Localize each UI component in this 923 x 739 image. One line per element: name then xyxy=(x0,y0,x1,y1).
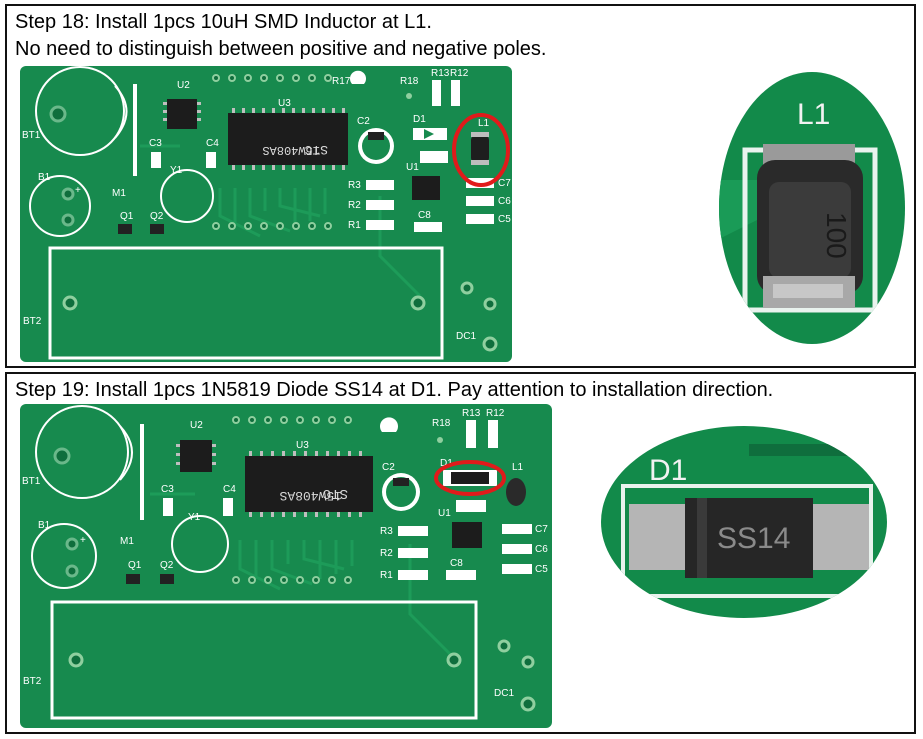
label-c5: C5 xyxy=(498,214,511,225)
highlight-d1-circle xyxy=(434,460,506,496)
label-r17: R17 xyxy=(332,76,351,87)
label-u1-19: U1 xyxy=(438,508,451,519)
label-r2-19: R2 xyxy=(380,548,393,559)
label-r3: R3 xyxy=(348,180,361,191)
label-c4-19: C4 xyxy=(223,484,236,495)
zoom-label-d1: D1 xyxy=(649,454,687,487)
step-19-panel: Step 19: Install 1pcs 1N5819 Diode SS14 … xyxy=(5,372,916,734)
label-bt2-19: BT2 xyxy=(23,676,42,687)
step-19-title: Step 19: Install 1pcs 1N5819 Diode SS14 … xyxy=(15,379,774,401)
chip-marking-part: 15W408AS xyxy=(262,143,320,157)
label-b1: B1 xyxy=(38,172,51,183)
zoom-label-l1: L1 xyxy=(797,98,830,131)
label-u2: U2 xyxy=(177,80,190,91)
label-l1: L1 xyxy=(478,118,490,129)
label-y1: Y1 xyxy=(170,165,183,176)
label-u3-19: U3 xyxy=(296,440,309,451)
zoom-diode-photo: D1 SS14 xyxy=(601,426,887,618)
zoom-inductor-photo: L1 100 xyxy=(719,72,905,344)
label-c2: C2 xyxy=(357,116,370,127)
label-r2: R2 xyxy=(348,200,361,211)
step-18-panel: Step 18: Install 1pcs 10uH SMD Inductor … xyxy=(5,4,916,368)
label-c8-19: C8 xyxy=(450,558,463,569)
label-dc1-19: DC1 xyxy=(494,688,514,699)
label-c3-19: C3 xyxy=(161,484,174,495)
label-d1: D1 xyxy=(413,114,426,125)
label-r13-19: R13 xyxy=(462,408,481,419)
step-18-note: No need to distinguish between positive … xyxy=(15,38,547,60)
pcb-photo-step18: BT1 + B1 U2 C3 C4 Y1 M1 Q1 Q2 STC 15W408… xyxy=(20,66,512,362)
chip-marking-stc: STC xyxy=(304,142,328,157)
label-c6-19: C6 xyxy=(535,544,548,555)
label-c7: C7 xyxy=(498,178,511,189)
label-c4: C4 xyxy=(206,138,219,149)
inductor-marking: 100 xyxy=(821,212,852,259)
label-q2: Q2 xyxy=(150,211,164,222)
label-m1: M1 xyxy=(112,188,126,199)
pcb-photo-step19: BT1 + B1 U2 C3 C4 Y1 M1 Q1 Q2 STC 15W408… xyxy=(20,404,552,728)
label-u3: U3 xyxy=(278,98,291,109)
label-c8: C8 xyxy=(418,210,431,221)
label-m1-19: M1 xyxy=(120,536,134,547)
label-r1: R1 xyxy=(348,220,361,231)
label-q1-19: Q1 xyxy=(128,560,142,571)
chip-marking-stc-19: STC xyxy=(323,485,348,501)
step-18-title: Step 18: Install 1pcs 10uH SMD Inductor … xyxy=(15,11,432,33)
label-d1-19: D1 xyxy=(440,458,453,469)
label-r12: R12 xyxy=(450,68,469,79)
label-c3: C3 xyxy=(149,138,162,149)
label-y1-19: Y1 xyxy=(188,512,201,523)
label-c6: C6 xyxy=(498,196,511,207)
label-l1-19: L1 xyxy=(512,462,524,473)
diode-marking: SS14 xyxy=(717,522,790,555)
svg-text:+: + xyxy=(80,535,86,546)
label-q2-19: Q2 xyxy=(160,560,174,571)
label-dc1: DC1 xyxy=(456,331,476,342)
label-r18-19: R18 xyxy=(432,418,451,429)
label-r1-19: R1 xyxy=(380,570,393,581)
label-r3-19: R3 xyxy=(380,526,393,537)
label-c2-19: C2 xyxy=(382,462,395,473)
svg-text:+: + xyxy=(75,185,81,196)
label-bt1: BT1 xyxy=(22,130,41,141)
label-q1: Q1 xyxy=(120,211,134,222)
label-c7-19: C7 xyxy=(535,524,548,535)
label-u1: U1 xyxy=(406,162,419,173)
label-bt1-19: BT1 xyxy=(22,476,41,487)
label-r18: R18 xyxy=(400,76,419,87)
label-u2-19: U2 xyxy=(190,420,203,431)
label-c5-19: C5 xyxy=(535,564,548,575)
label-r13: R13 xyxy=(431,68,450,79)
label-bt2: BT2 xyxy=(23,316,42,327)
chip-marking-part-19: 15W408AS xyxy=(279,488,342,503)
label-b1-19: B1 xyxy=(38,520,51,531)
label-r12-19: R12 xyxy=(486,408,505,419)
highlight-l1-circle xyxy=(452,113,510,187)
